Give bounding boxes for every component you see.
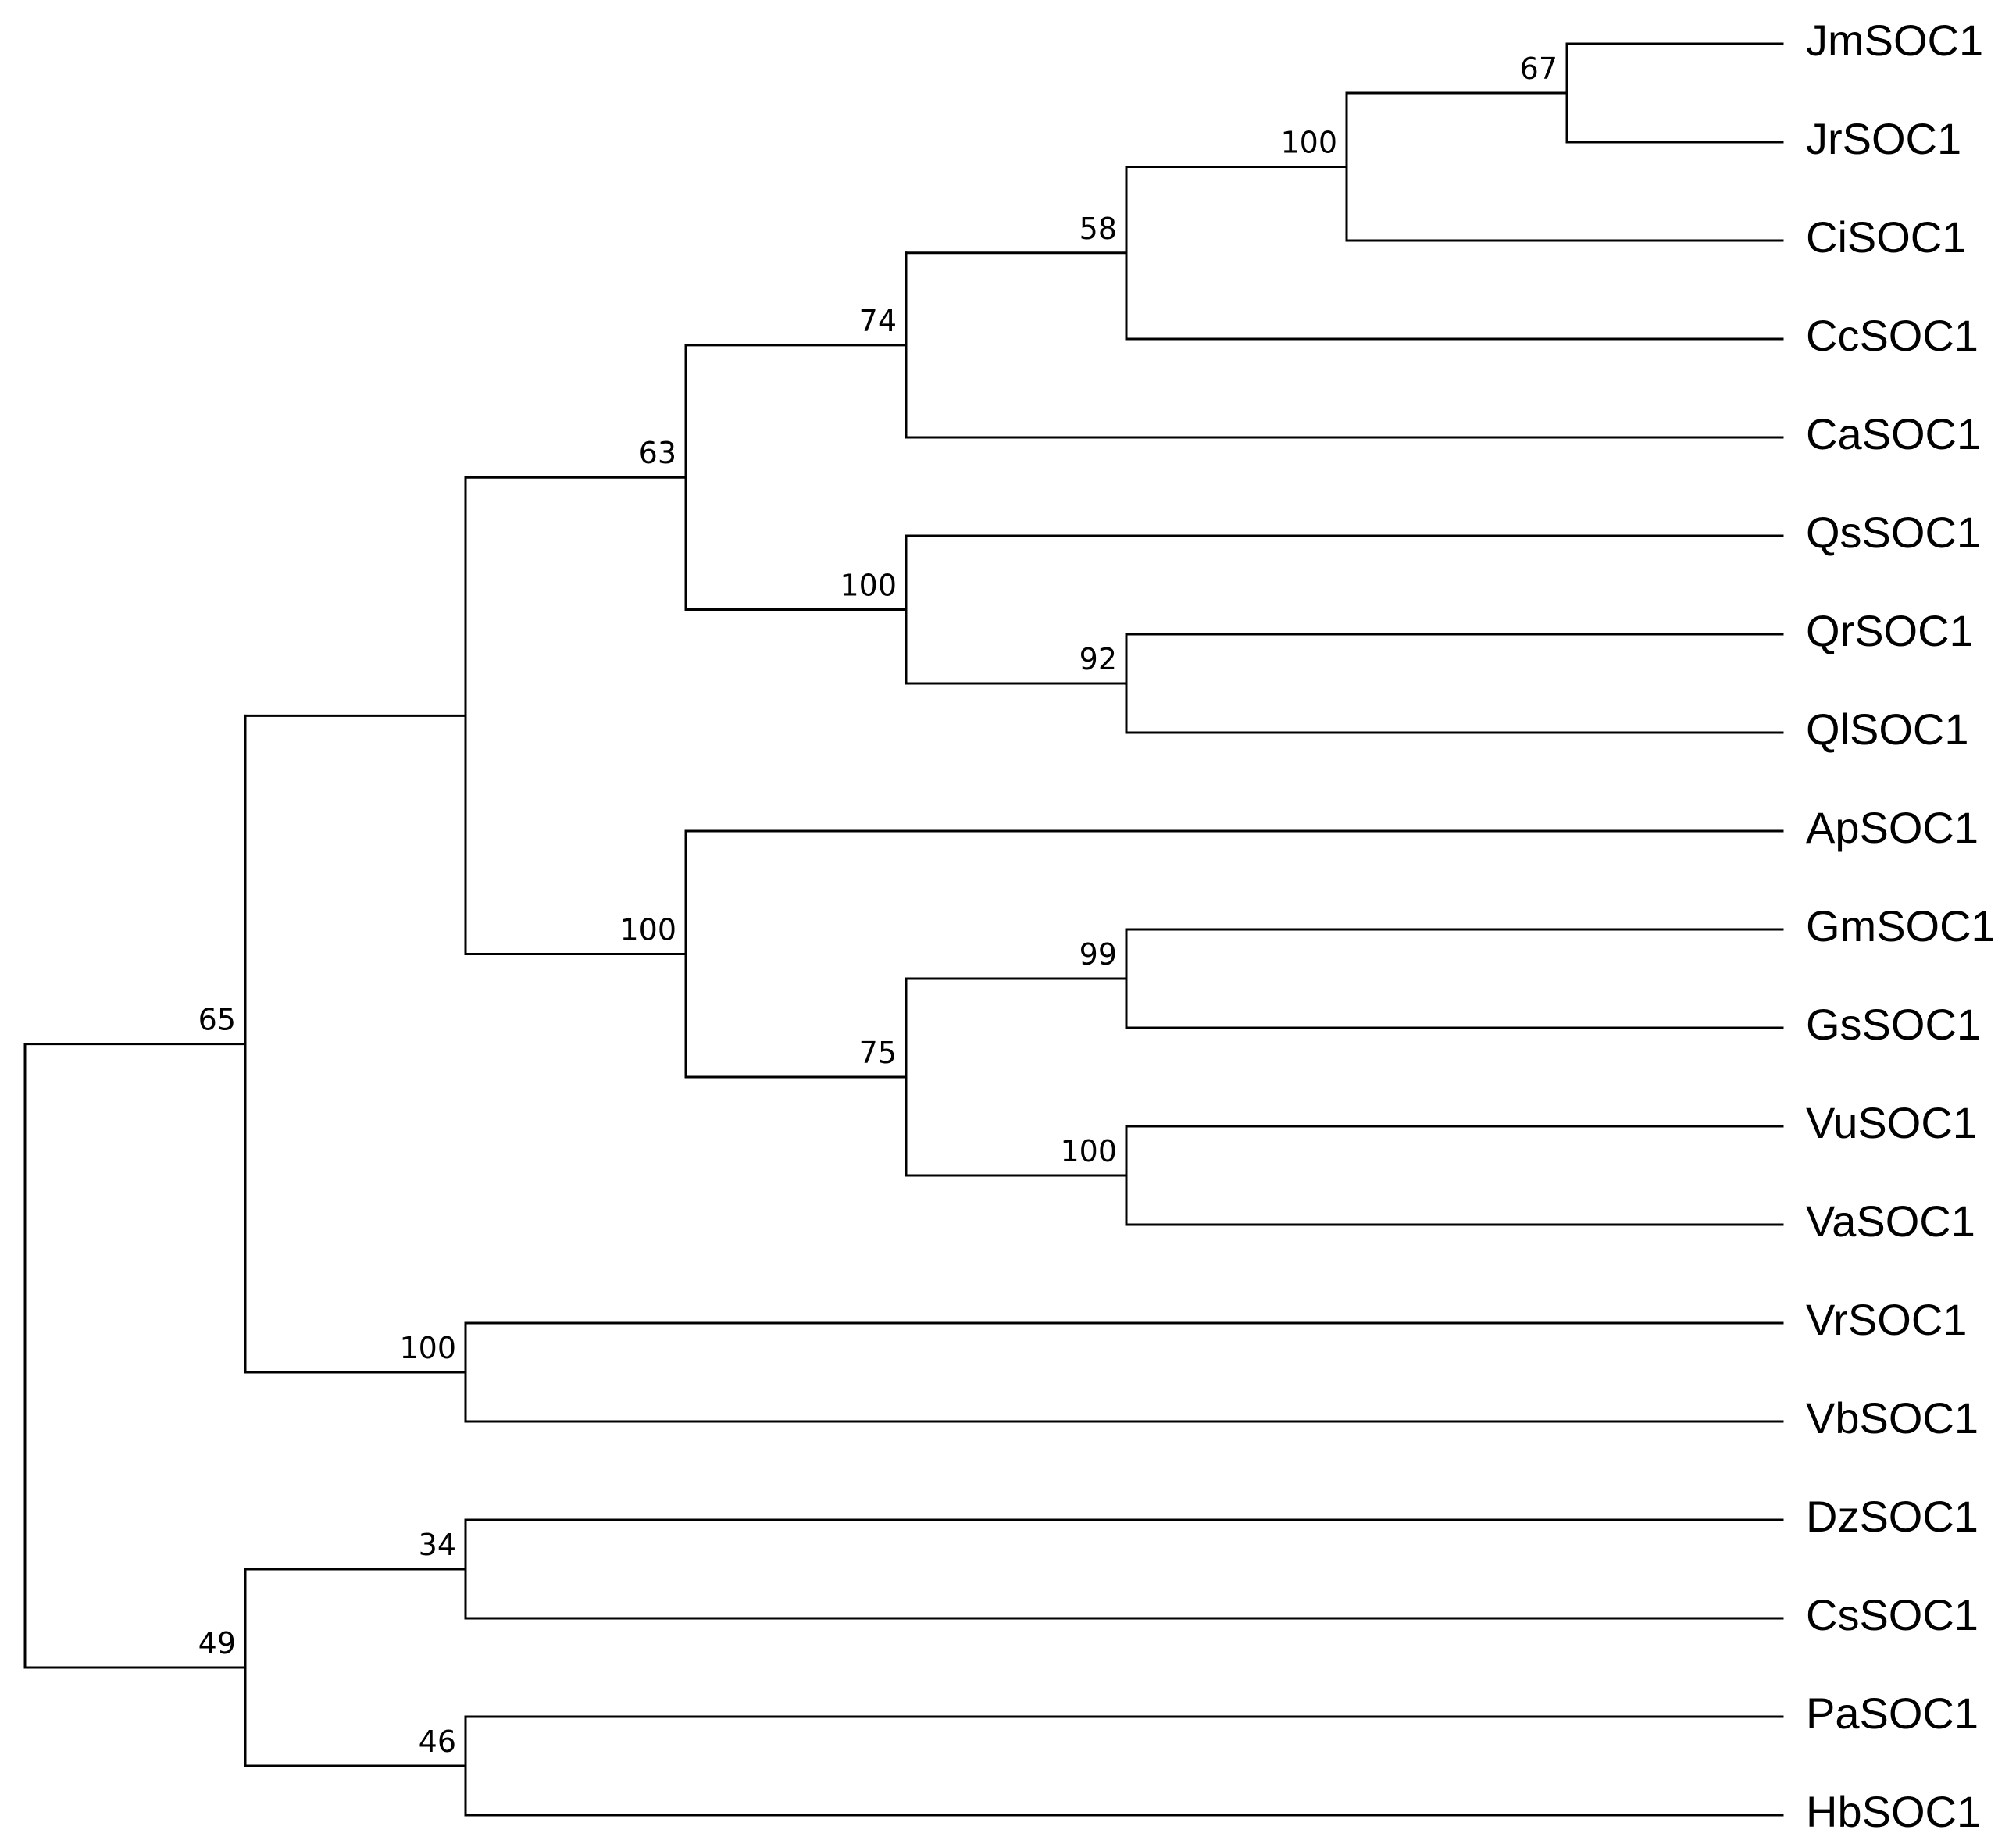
- leaf-label-qssoc1: QsSOC1: [1806, 508, 1981, 557]
- leaf-label-vrsoc1: VrSOC1: [1806, 1295, 1967, 1344]
- leaf-label-jrsoc1: JrSOC1: [1806, 114, 1961, 163]
- bootstrap-value: 92: [1079, 642, 1117, 676]
- leaf-label-dzsoc1: DzSOC1: [1806, 1492, 1979, 1541]
- leaf-label-gssoc1: GsSOC1: [1806, 1000, 1981, 1049]
- bootstrap-value: 58: [1079, 212, 1117, 246]
- leaf-label-gmsoc1: GmSOC1: [1806, 901, 1996, 951]
- leaf-label-apsoc1: ApSOC1: [1806, 803, 1979, 852]
- bootstrap-value: 63: [639, 436, 676, 470]
- leaf-label-jmsoc1: JmSOC1: [1806, 16, 1983, 65]
- bootstrap-value: 99: [1079, 937, 1117, 972]
- bootstrap-value: 74: [859, 304, 897, 338]
- bootstrap-value: 46: [419, 1725, 456, 1759]
- leaf-label-qlsoc1: QlSOC1: [1806, 704, 1969, 754]
- bootstrap-value: 100: [1060, 1134, 1117, 1168]
- leaf-label-ccsoc1: CcSOC1: [1806, 311, 1979, 360]
- bootstrap-values: 67 100 58 74 92 100 63 99 100 75 100 100 65 34 46 49: [198, 52, 1557, 1759]
- bootstrap-value: 34: [419, 1528, 456, 1562]
- bootstrap-value: 100: [399, 1331, 456, 1365]
- bootstrap-value: 100: [1280, 126, 1337, 160]
- leaf-label-hbsoc1: HbSOC1: [1806, 1787, 1981, 1836]
- leaf-label-casoc1: CaSOC1: [1806, 409, 1981, 458]
- bootstrap-value: 67: [1520, 52, 1557, 86]
- bootstrap-value: 100: [619, 913, 676, 947]
- bootstrap-value: 65: [198, 1003, 236, 1037]
- leaf-label-cisoc1: CiSOC1: [1806, 212, 1966, 262]
- bootstrap-value: 75: [859, 1036, 897, 1070]
- leaf-label-qrsoc1: QrSOC1: [1806, 606, 1974, 655]
- bootstrap-value: 100: [840, 569, 897, 603]
- bootstrap-value: 49: [198, 1626, 236, 1660]
- leaf-label-vasoc1: VaSOC1: [1806, 1197, 1975, 1246]
- leaf-labels: JmSOC1JrSOC1CiSOC1CcSOC1CaSOC1QsSOC1QrSO…: [1806, 16, 1996, 1836]
- leaf-label-vusoc1: VuSOC1: [1806, 1098, 1977, 1147]
- leaf-label-vbsoc1: VbSOC1: [1806, 1393, 1979, 1443]
- leaf-label-cssoc1: CsSOC1: [1806, 1590, 1979, 1639]
- tree-branches: [23, 42, 1784, 1817]
- leaf-label-pasoc1: PaSOC1: [1806, 1689, 1979, 1738]
